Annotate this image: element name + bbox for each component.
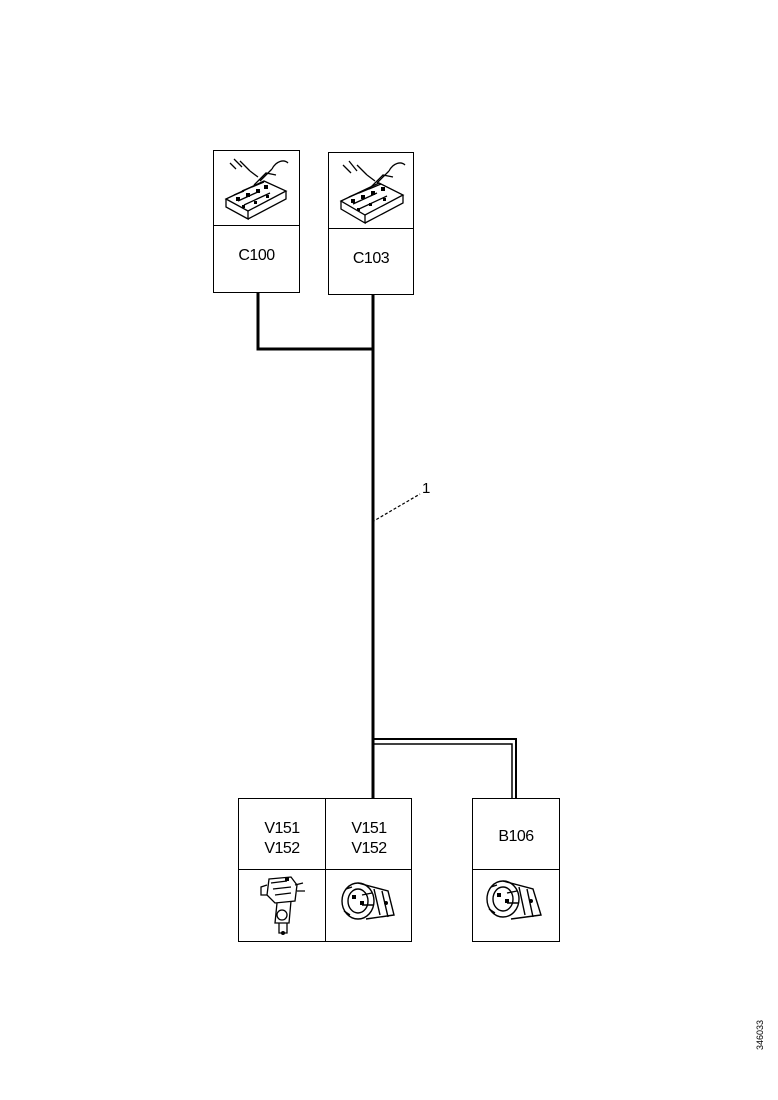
connector-block-icon (214, 151, 299, 226)
wire-label-leader (371, 493, 421, 523)
wire-label: 1 (422, 480, 431, 497)
component-v151-v152[interactable]: V151 V152 V151 V152 (238, 798, 412, 942)
block-divider (239, 869, 411, 870)
component-b106[interactable]: B106 (472, 798, 560, 942)
document-id: 346033 (755, 1019, 765, 1050)
component-label-v151-b: V151 V152 (351, 820, 387, 857)
block-divider (473, 869, 559, 870)
motor-housing-icon (326, 871, 412, 941)
wire-b106-branch (373, 738, 517, 798)
motor-housing-icon (473, 871, 559, 941)
component-c100[interactable]: C100 (213, 150, 300, 293)
wiper-motor-icon (239, 871, 325, 941)
component-c103[interactable]: C103 (328, 152, 414, 295)
component-label-c100: C100 (238, 247, 275, 264)
component-label-c103: C103 (352, 250, 390, 267)
wire-c100-branch (256, 292, 373, 351)
component-label-b106: B106 (498, 828, 534, 845)
block-divider (325, 799, 326, 941)
component-label-v151-a: V151 V152 (264, 820, 300, 857)
connector-block-icon (329, 153, 413, 229)
